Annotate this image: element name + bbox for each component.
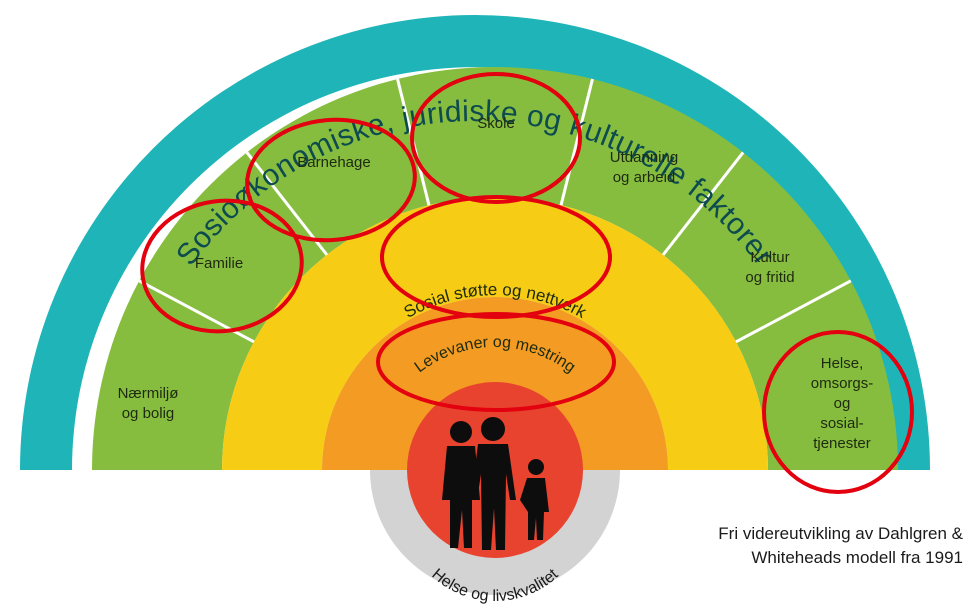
green-ring	[92, 67, 898, 470]
attribution-credit: Fri videreutvikling av Dahlgren & Whiteh…	[718, 522, 963, 570]
credit-line-1: Fri videreutvikling av Dahlgren &	[718, 524, 963, 543]
highlight-barnehage	[245, 117, 417, 243]
yellow-ring	[222, 197, 768, 470]
highlight-circles	[140, 72, 914, 494]
segment-separator	[735, 279, 852, 344]
credit-line-2: Whiteheads modell fra 1991	[751, 548, 963, 567]
family-silhouette-icon	[442, 417, 549, 550]
highlight-familie	[140, 198, 304, 334]
segment-label: Barnehage	[297, 154, 370, 171]
highlight-helse-tjenester	[762, 330, 914, 494]
segment-separator	[661, 151, 745, 256]
green-ring-fill	[92, 67, 898, 470]
segment-label: Skole	[477, 115, 515, 132]
segment-label: Familie	[195, 255, 243, 272]
segment-separator	[559, 78, 594, 206]
highlight-levevaner	[376, 312, 616, 412]
highlight-sosial-stotte	[380, 195, 612, 319]
highlight-skole	[410, 72, 582, 204]
